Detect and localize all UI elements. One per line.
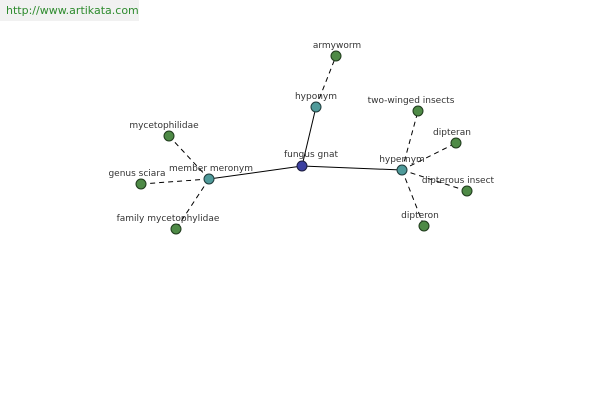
leaf-node-dipteron[interactable] [418, 220, 430, 232]
dipteran-label[interactable]: dipteran [433, 128, 471, 138]
leaf-node-two-winged-insects[interactable] [412, 105, 424, 117]
edge-hypernym-dipteron [401, 169, 425, 227]
leaf-node-family-mycetophylidae[interactable] [170, 223, 182, 235]
edge-member-meronym-genus-sciara [140, 178, 210, 185]
leaf-node-genus-sciara[interactable] [135, 178, 147, 190]
edge-member-meronym-mycetophilidae [168, 135, 210, 180]
edge-hyponym-armyworm [315, 55, 337, 108]
armyworm-label[interactable]: armyworm [313, 41, 361, 51]
leaf-node-mycetophilidae[interactable] [163, 130, 175, 142]
relation-node-member-meronym[interactable] [203, 173, 215, 185]
leaf-node-dipteran[interactable] [450, 137, 462, 149]
dipteron-label[interactable]: dipteron [401, 211, 439, 221]
edge-member-meronym-family-mycetophylidae [175, 178, 210, 230]
genus-sciara-label[interactable]: genus sciara [108, 169, 165, 179]
member-meronym-label[interactable]: member meronym [169, 164, 253, 174]
relation-node-hypernym[interactable] [396, 164, 408, 176]
edge-center-hypernym [301, 165, 403, 171]
relation-node-hyponym[interactable] [310, 101, 322, 113]
leaf-node-armyworm[interactable] [330, 50, 342, 62]
center-node-label[interactable]: fungus gnat [284, 150, 338, 160]
edge-hypernym-two-winged-insects [401, 110, 419, 171]
hypernym-label[interactable]: hypernym [379, 155, 425, 165]
edge-center-member-meronym [208, 165, 303, 180]
mycetophilidae-label[interactable]: mycetophilidae [129, 121, 199, 131]
edge-center-hyponym [301, 106, 317, 167]
edge-hypernym-dipterous-insect [401, 169, 468, 192]
edge-hypernym-dipteran [401, 142, 457, 171]
dipterous-insect-label[interactable]: dipterous insect [422, 176, 495, 186]
leaf-node-dipterous-insect[interactable] [461, 185, 473, 197]
center-node[interactable] [296, 160, 308, 172]
family-mycetophylidae-label[interactable]: family mycetophylidae [117, 214, 220, 224]
two-winged-insects-label[interactable]: two-winged insects [368, 96, 455, 106]
source-link[interactable]: http://www.artikata.com [0, 0, 139, 21]
hyponym-label[interactable]: hyponym [295, 92, 337, 102]
